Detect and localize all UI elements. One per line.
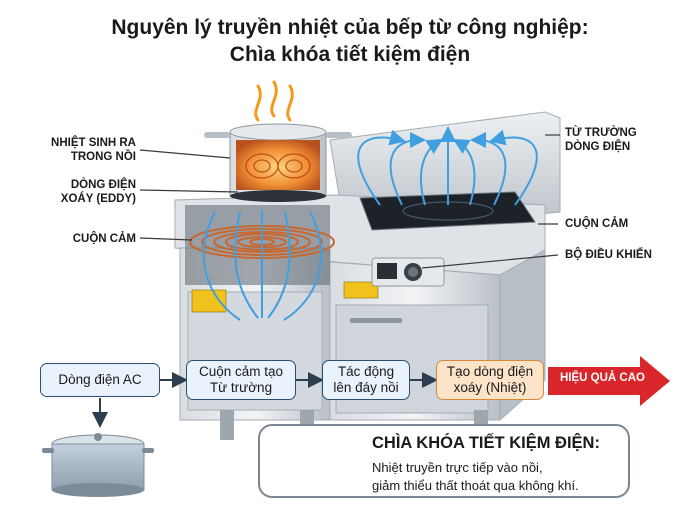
flow-step-pot-line2: lên đáy nồi <box>333 380 399 395</box>
callout-eddy-line2: XOÁY (EDDY) <box>60 193 136 205</box>
callout-heat: NHIỆT SINH RA TRONG NỒI <box>40 136 136 164</box>
callout-coil-left: CUỘN CẢM <box>72 233 136 245</box>
left-pot <box>204 123 352 202</box>
key-line2: giảm thiểu thất thoát qua không khí. <box>372 478 579 493</box>
flow-arrows <box>92 372 438 428</box>
callout-eddy-line1: DÒNG ĐIỆN <box>70 179 136 191</box>
right-hob <box>359 191 536 231</box>
callout-heat-line1: NHIỆT SINH RA <box>51 137 136 149</box>
key-savings-box: CHÌA KHÓA TIẾT KIỆM ĐIỆN: Nhiệt truyền t… <box>258 424 630 498</box>
callout-leaders <box>139 134 560 269</box>
callout-field-line1: TỪ TRƯỜNG <box>565 127 637 139</box>
flow-step-eddy-line1: Tạo dòng điện <box>446 364 534 379</box>
cooker-body <box>174 194 546 440</box>
flow-step-eddy: Tạo dòng điện xoáy (Nhiệt) <box>436 360 544 400</box>
result-label: HIỆU QUẢ CAO <box>560 372 645 384</box>
key-line1: Nhiệt truyền trực tiếp vào nồi, <box>372 460 543 475</box>
flow-step-coil-line1: Cuộn cảm tạo <box>198 364 284 379</box>
callout-field: TỪ TRƯỜNG DÒNG ĐIỆN <box>565 126 637 154</box>
steam <box>254 80 294 122</box>
callout-heat-line2: TRONG NỒI <box>70 151 136 163</box>
flow-step-ac: Dòng điện AC <box>40 363 160 397</box>
control-panel <box>371 257 445 287</box>
page-title-line2: Chìa khóa tiết kiệm điện <box>229 43 471 66</box>
result-arrow <box>548 356 670 406</box>
flow-step-eddy-line2: xoáy (Nhiệt) <box>453 380 527 395</box>
callout-coil-right: CUỘN CẢM <box>565 218 629 230</box>
small-pot-icon <box>42 433 154 497</box>
callout-controller: BỘ ĐIỀU KHIỂN <box>565 249 652 261</box>
callout-field-line2: DÒNG ĐIỆN <box>565 141 631 153</box>
flow-step-coil-line2: Từ trường <box>209 380 273 395</box>
flow-step-ac-label: Dòng điện AC <box>58 372 142 387</box>
key-title: CHÌA KHÓA TIẾT KIỆM ĐIỆN: <box>372 434 600 452</box>
left-field-lines <box>202 210 323 321</box>
page-title-line1: Nguyên lý truyền nhiệt của bếp từ công n… <box>111 16 589 39</box>
flow-step-pot: Tác động lên đáy nồi <box>322 360 410 400</box>
callout-eddy: DÒNG ĐIỆN XOÁY (EDDY) <box>40 178 136 206</box>
right-field-lines <box>357 126 538 206</box>
flow-step-coil: Cuộn cảm tạo Từ trường <box>186 360 296 400</box>
flow-step-pot-line1: Tác động <box>337 364 395 379</box>
